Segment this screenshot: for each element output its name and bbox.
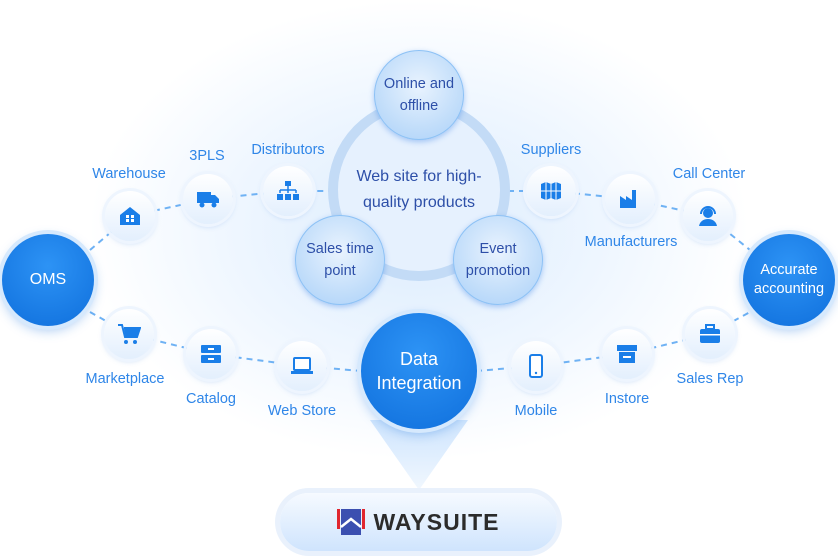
label-mobile: Mobile: [514, 403, 558, 419]
warehouse-node: [105, 191, 155, 241]
warehouse-icon: [120, 207, 140, 225]
label-catalog: Catalog: [186, 391, 236, 407]
waysuite-logo-icon: [337, 509, 366, 535]
label-marketplace: Marketplace: [85, 371, 165, 387]
sales-rep-node: [685, 309, 735, 359]
hub-accounting: Accurate accounting: [743, 234, 835, 326]
instore-node: [602, 329, 652, 379]
cart-icon: [118, 324, 141, 344]
label-distributors: Distributors: [251, 142, 325, 158]
laptop-icon: [291, 357, 313, 374]
headset-icon: [699, 206, 717, 226]
drawer-icon: [201, 345, 221, 363]
label-warehouse: Warehouse: [92, 166, 166, 182]
label-call-center: Call Center: [672, 166, 746, 182]
label-sales-rep: Sales Rep: [676, 371, 744, 387]
marketplace-node: [104, 309, 154, 359]
catalog-node: [186, 329, 236, 379]
store-icon: [617, 345, 637, 363]
briefcase-icon: [700, 324, 720, 343]
bubble-online-offline: Online and offline: [374, 50, 464, 140]
web-store-node: [277, 341, 327, 391]
truck-icon: [197, 192, 219, 208]
phone-icon: [529, 354, 543, 378]
waysuite-logo: WAYSUITE: [280, 493, 557, 551]
distributors-node: [263, 166, 313, 216]
mobile-node: [511, 341, 561, 391]
beam: [370, 420, 468, 490]
hierarchy-icon: [277, 181, 299, 200]
logo-text: WAYSUITE: [373, 508, 500, 535]
label-manufacturers: Manufacturers: [584, 234, 678, 250]
hub-oms: OMS: [2, 234, 94, 326]
call-center-node: [683, 191, 733, 241]
factory-icon: [620, 190, 636, 208]
suppliers-node: [526, 166, 576, 216]
label-instore: Instore: [604, 391, 650, 407]
label-web-store: Web Store: [267, 403, 337, 419]
boxes-icon: [541, 182, 561, 200]
hub-data-integration: Data Integration: [361, 313, 477, 429]
bubble-event-promotion: Event promotion: [453, 215, 543, 305]
label-3pls: 3PLS: [189, 148, 225, 164]
bubble-sales-time: Sales time point: [295, 215, 385, 305]
center-title: Web site for high-quality products: [356, 168, 482, 211]
manufacturers-node: [605, 174, 655, 224]
3pls-node: [183, 174, 233, 224]
label-suppliers: Suppliers: [520, 142, 582, 158]
